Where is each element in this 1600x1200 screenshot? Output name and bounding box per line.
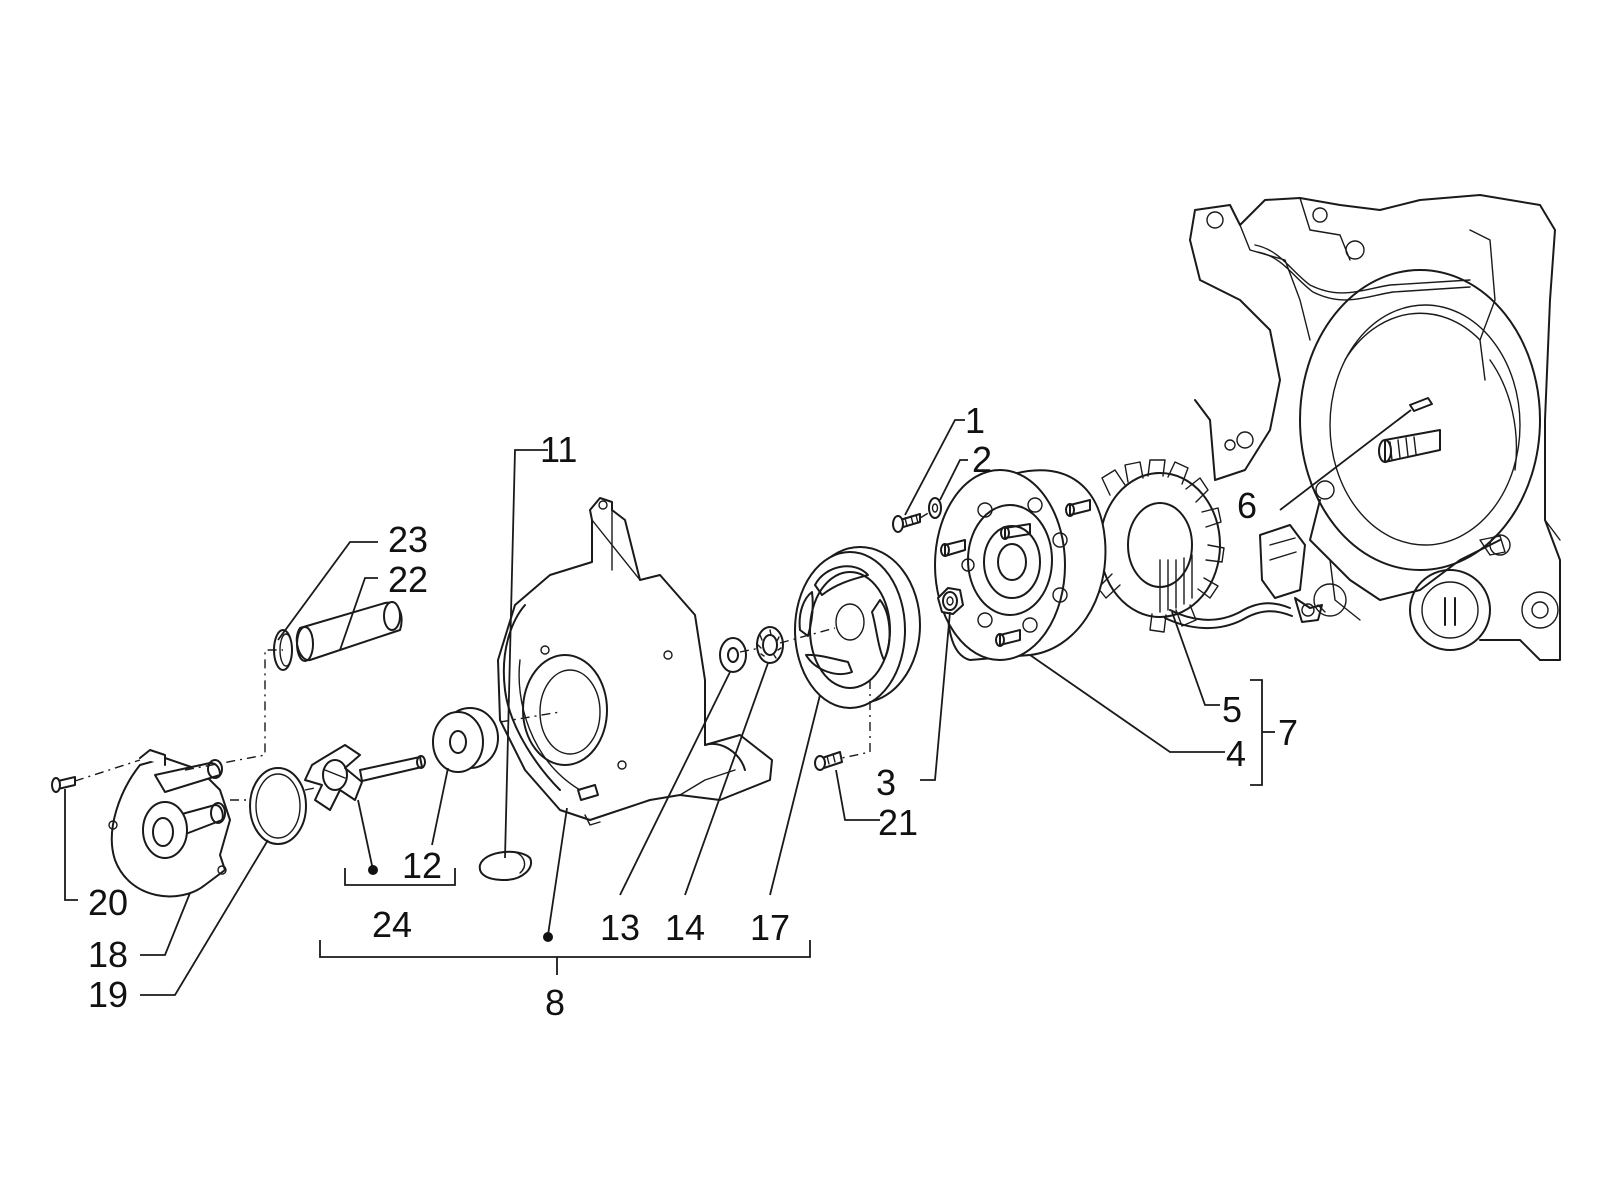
callout-1: 1 bbox=[965, 400, 985, 441]
callout-12: 12 bbox=[402, 845, 442, 886]
fan-wheel bbox=[794, 546, 921, 709]
impeller bbox=[304, 744, 363, 811]
callout-23: 23 bbox=[388, 519, 428, 560]
callout-21: 21 bbox=[878, 802, 918, 843]
seal-12 bbox=[432, 707, 499, 773]
callout-22: 22 bbox=[388, 559, 428, 600]
rubber-plug-11 bbox=[478, 850, 533, 881]
callout-8: 8 bbox=[545, 982, 565, 1023]
callout-17: 17 bbox=[750, 907, 790, 948]
callout-7: 7 bbox=[1278, 712, 1298, 753]
washer-13 bbox=[719, 637, 747, 673]
stator-coil bbox=[1085, 459, 1326, 633]
alignment-lines bbox=[74, 511, 931, 801]
washer-2 bbox=[928, 497, 942, 519]
leader-lines bbox=[64, 409, 1412, 996]
callout-14: 14 bbox=[665, 907, 705, 948]
flywheel-rotor bbox=[934, 469, 1107, 661]
callout-18: 18 bbox=[88, 934, 128, 975]
assembly-dot-24 bbox=[368, 865, 378, 875]
callout-4: 4 bbox=[1226, 733, 1246, 774]
callout-20: 20 bbox=[88, 882, 128, 923]
impeller-shaft bbox=[359, 755, 426, 782]
hose-22 bbox=[295, 601, 403, 662]
bearing-14 bbox=[756, 626, 784, 664]
callout-19: 19 bbox=[88, 974, 128, 1015]
callout-11: 11 bbox=[540, 429, 577, 470]
nut-3 bbox=[937, 587, 964, 615]
screw-21 bbox=[814, 751, 843, 771]
screw-1 bbox=[892, 513, 921, 533]
pump-housing-18 bbox=[108, 749, 231, 898]
callout-5: 5 bbox=[1222, 689, 1242, 730]
fan-cover bbox=[497, 497, 773, 826]
callout-3: 3 bbox=[876, 762, 896, 803]
callout-24: 24 bbox=[372, 904, 412, 945]
engine-crankcase bbox=[1189, 194, 1561, 661]
assembly-dot-8 bbox=[543, 932, 553, 942]
callout-6: 6 bbox=[1237, 485, 1257, 526]
o-ring-19 bbox=[249, 767, 307, 845]
screw-20 bbox=[51, 776, 76, 793]
callout-numbers: 1 2 3 4 5 6 7 8 11 12 13 14 17 18 19 20 … bbox=[88, 400, 1298, 1023]
callout-2: 2 bbox=[972, 439, 992, 480]
callout-13: 13 bbox=[600, 907, 640, 948]
